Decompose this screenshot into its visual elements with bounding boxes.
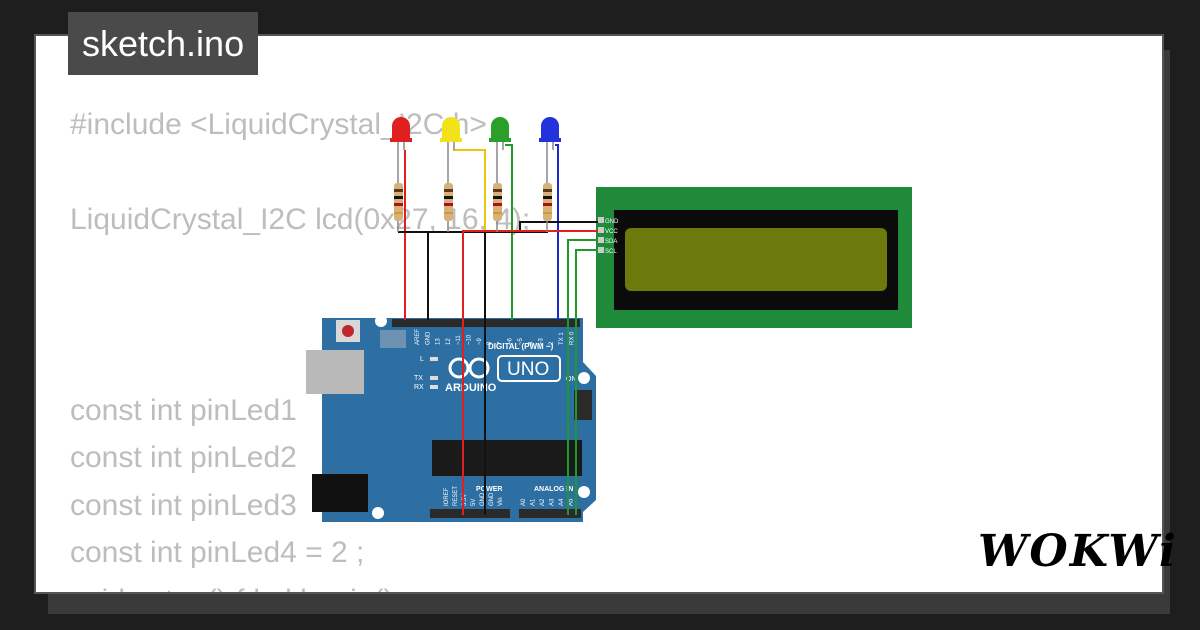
lcd-pin[interactable]	[598, 237, 604, 243]
digital-pin-label: ~10	[467, 334, 473, 345]
resistor	[543, 183, 552, 221]
digital-pin-label: ~9	[477, 337, 483, 345]
wire-yellow-led	[453, 149, 486, 320]
power-pin-label: IOREF	[444, 487, 450, 506]
rx-label: RX	[414, 384, 424, 391]
wokwi-logo: WOKWi	[978, 526, 1178, 577]
power-pin-label: 3.3V	[462, 494, 468, 506]
lcd-pin-label: VCC	[605, 229, 618, 235]
lcd-pin[interactable]	[598, 247, 604, 253]
lcd-pin[interactable]	[598, 217, 604, 223]
code-line: const int pinLed3	[70, 488, 297, 522]
resistor	[444, 183, 453, 221]
analog-pin-label: A5	[569, 498, 575, 506]
resistor	[394, 183, 403, 221]
digital-label: DIGITAL (PWM ~)	[488, 342, 554, 351]
analog-pin-label: A1	[531, 498, 537, 506]
power-header	[430, 509, 510, 518]
analog-pin-label: A3	[550, 498, 556, 506]
sketch-title: sketch.ino	[68, 12, 259, 75]
code-line: const int pinLed4 = 2 ;	[70, 536, 365, 570]
wire-lcd-scl	[575, 249, 598, 515]
digital-pin-label: ~6	[508, 337, 514, 345]
code-line: const int pinLed1	[70, 393, 297, 427]
board-model: UNO	[507, 359, 549, 380]
power-label: POWER	[476, 486, 502, 493]
wires	[398, 144, 598, 515]
analog-pin-label: A2	[540, 498, 546, 506]
digital-pin-label: ~5	[518, 337, 524, 345]
lcd-pin-label: GND	[605, 219, 619, 225]
analog-pin-label: A4	[559, 498, 565, 506]
icsp-header	[574, 390, 592, 420]
power-pin-label: 5V	[471, 499, 477, 506]
wire-green-led	[505, 144, 513, 320]
led-yellow[interactable]	[440, 117, 462, 232]
digital-pin-label: RX 0	[570, 331, 576, 345]
wire-lcd-vcc	[462, 230, 598, 515]
wire-lcd-sda	[567, 239, 598, 515]
led-blue[interactable]	[539, 117, 561, 232]
power-pin-label: GND	[489, 492, 495, 506]
wire-lcd-gnd	[519, 221, 598, 232]
digital-pin-label: 13	[436, 338, 442, 345]
analog-header	[519, 509, 581, 518]
power-jack	[312, 474, 368, 512]
digital-pin-label: AREF	[415, 329, 421, 345]
l-label: L	[420, 356, 424, 363]
board-maker: ARDUINO	[445, 382, 497, 394]
led-green[interactable]	[489, 117, 511, 232]
mount-hole	[578, 486, 590, 498]
digital-pin-label: 2	[549, 341, 555, 345]
digital-pin-label: TX 1	[559, 332, 565, 345]
digital-pin-label: ~3	[539, 337, 545, 345]
mount-hole	[372, 507, 384, 519]
code-line: #include <LiquidCrystal_I2C.h>	[70, 108, 487, 141]
lcd-pin-label: SCL	[605, 249, 617, 255]
atmega-chip	[432, 440, 582, 476]
power-pin-label: RESET	[453, 486, 459, 506]
code-line: void setup() { lcd.begin();	[70, 584, 402, 592]
digital-pin-label: 8	[487, 341, 493, 345]
analog-label: ANALOG IN	[534, 486, 573, 493]
lcd-pin[interactable]	[598, 227, 604, 233]
lcd-pin-label: SDA	[605, 239, 617, 245]
mount-hole	[375, 315, 387, 327]
analog-pin-label: A0	[521, 498, 527, 506]
code-line: const int pinLed2	[70, 441, 297, 475]
led-red[interactable]	[390, 117, 412, 232]
digital-pin-label: 7	[497, 341, 503, 345]
lcd-display: GND VCC SDA SCL	[596, 187, 912, 328]
resistor	[493, 183, 502, 221]
on-label: ON	[566, 376, 577, 383]
lcd-screen	[625, 228, 887, 291]
arduino-uno-board: UNO ARDUINO DIGITAL (PWM ~) POWER ANALOG…	[306, 315, 596, 522]
power-pin-label: GND	[480, 492, 486, 506]
digital-pin-label: GND	[425, 331, 431, 345]
digital-pin-label: 12	[446, 338, 452, 345]
digital-pin-label: ~11	[456, 335, 462, 345]
mount-hole	[578, 372, 590, 384]
power-pin-label: Vin	[498, 497, 504, 506]
tx-label: TX	[414, 375, 423, 382]
usb-port	[306, 350, 364, 394]
digital-pin-label: 4	[528, 341, 534, 345]
wire-blue-led	[555, 144, 559, 320]
